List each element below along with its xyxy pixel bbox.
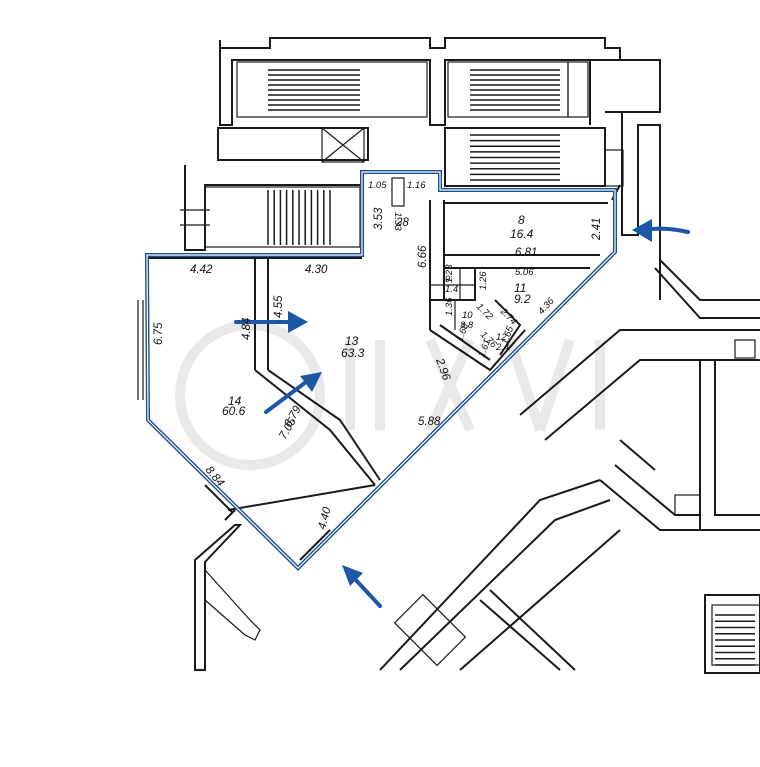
arrow-icon (342, 565, 382, 608)
dimension-label: 3.53 (373, 207, 385, 230)
dimension-label: 2.41 (591, 218, 603, 241)
stair-treads (267, 69, 755, 666)
dimension-label: 2.74 (497, 306, 519, 328)
apartment-outline (144, 170, 617, 571)
room-13-area: 63.3 (341, 346, 365, 360)
dimension-label: 1.23 (444, 264, 455, 283)
room-10-number: 10 (462, 310, 473, 321)
dimension-label: 1.72 (474, 301, 495, 322)
room-8-area: 16.4 (510, 227, 534, 241)
dimension-label: 1.33 (392, 212, 403, 231)
dimension-label: 1.05 (368, 180, 387, 191)
room-14-area: 60.6 (222, 404, 246, 418)
dimension-label: 6.81 (515, 247, 537, 259)
dimension-label: 4.55 (273, 295, 285, 318)
room-14-number: 14 (228, 394, 242, 408)
dimension-label: 1.26 (478, 271, 489, 290)
arrow-icon (234, 311, 308, 333)
dimension-label: 1.36 (444, 297, 455, 316)
dimension-label: 4.84 (241, 318, 253, 340)
dimension-label: 2.96 (433, 356, 452, 383)
room-12-number: 12 (496, 332, 507, 343)
dimension-label: 5.06 (515, 267, 534, 278)
arrow-icon (264, 372, 322, 414)
dimension-label: 6.75 (153, 322, 165, 345)
room-9-area: 1.4 (445, 284, 458, 295)
dimension-label: 6.66 (417, 245, 429, 268)
dimension-label: 28 (395, 217, 409, 229)
room-13-number: 13 (345, 334, 359, 348)
dimension-label: 5.88 (418, 416, 441, 428)
dimension-label: 4.30 (305, 264, 328, 276)
room-11-number: 11 (514, 281, 526, 295)
dimension-label: 1.61 (476, 338, 493, 359)
room-labels: 8 16.4 11 9.2 13 63.3 14 60.6 10 3.8 9 1… (222, 213, 534, 418)
watermark-logo (175, 320, 605, 470)
dimension-label: 4.42 (190, 264, 213, 276)
dimension-label: 1.16 (407, 180, 426, 191)
room-11-area: 9.2 (514, 292, 531, 306)
room-8-number: 8 (518, 213, 525, 227)
room-9-number: 9 (445, 274, 451, 285)
arrow-icon (632, 219, 690, 242)
entrance-arrows (234, 219, 690, 608)
room-12-area: 2.4 (495, 342, 509, 353)
room-10-area: 3.8 (460, 320, 474, 331)
dimension-label: 4.40 (316, 505, 334, 530)
interior-walls (137, 177, 608, 511)
building-walls (180, 37, 760, 674)
